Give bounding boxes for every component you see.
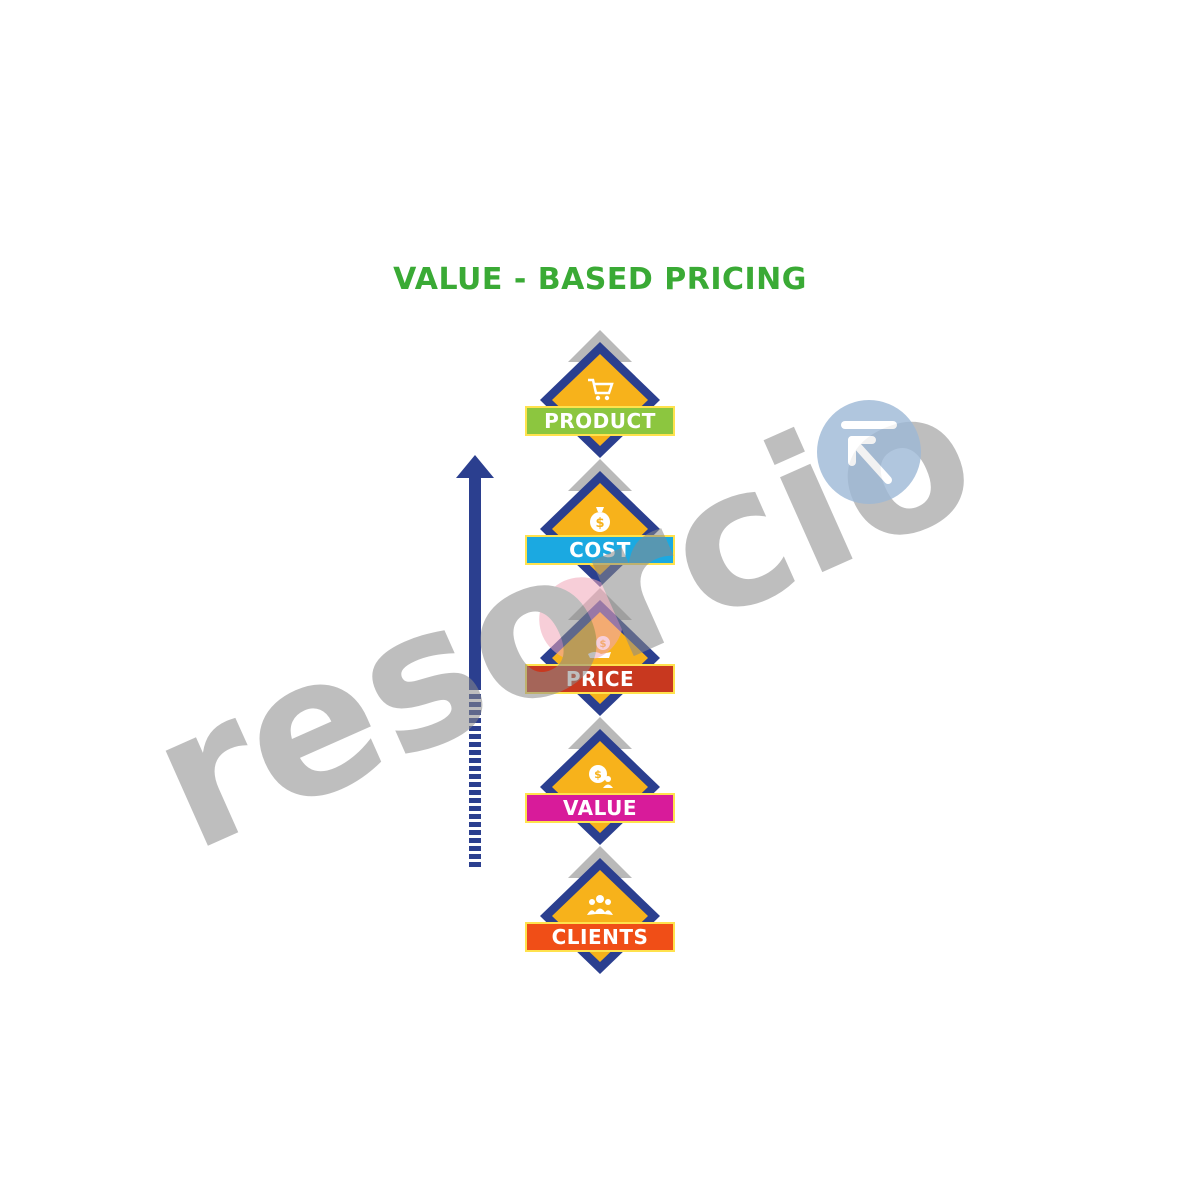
arrow-head xyxy=(456,455,494,478)
arrow-dash xyxy=(469,734,481,739)
money-bag-icon: $ xyxy=(590,507,610,532)
watermark-logo-icon xyxy=(817,400,921,504)
step-label: VALUE xyxy=(525,793,675,823)
arrow-dash xyxy=(469,750,481,755)
step-label: PRODUCT xyxy=(525,406,675,436)
arrow-dash xyxy=(469,814,481,819)
arrow-dash xyxy=(469,774,481,779)
arrow-dash xyxy=(469,838,481,843)
svg-text:$: $ xyxy=(595,516,604,531)
coin-hand-icon: $ xyxy=(588,636,611,658)
arrow-dash xyxy=(469,766,481,771)
people-group-icon xyxy=(587,895,613,915)
svg-text:$: $ xyxy=(594,768,602,781)
dollar-person-icon: $ xyxy=(589,765,613,788)
svg-text:$: $ xyxy=(600,639,607,650)
step-cost: $ COST xyxy=(520,457,680,597)
step-clients: CLIENTS xyxy=(520,844,680,984)
arrow-dash xyxy=(469,806,481,811)
arrow-dash xyxy=(469,694,481,699)
arrow-shaft xyxy=(469,476,481,690)
shopping-cart-icon xyxy=(588,378,614,401)
step-label: PRICE xyxy=(525,664,675,694)
arrow-dash xyxy=(469,758,481,763)
arrow-dash xyxy=(469,846,481,851)
step-product: PRODUCT xyxy=(520,328,680,468)
arrow-dash xyxy=(469,726,481,731)
arrow-dash xyxy=(469,718,481,723)
arrow-dash xyxy=(469,782,481,787)
arrow-dash xyxy=(469,830,481,835)
step-price: $ PRICE xyxy=(520,586,680,726)
arrow-dash xyxy=(469,822,481,827)
step-label: CLIENTS xyxy=(525,922,675,952)
page-title: VALUE - BASED PRICING xyxy=(393,262,807,297)
arrow-dash xyxy=(469,854,481,859)
arrow-dash xyxy=(469,790,481,795)
arrow-dash xyxy=(469,742,481,747)
arrow-dash xyxy=(469,862,481,867)
arrow-tail-dashes xyxy=(469,694,481,867)
upward-arrow xyxy=(456,455,494,867)
step-label: COST xyxy=(525,535,675,565)
arrow-dash xyxy=(469,710,481,715)
arrow-dash xyxy=(469,798,481,803)
arrow-dash xyxy=(469,702,481,707)
step-value: $ VALUE xyxy=(520,715,680,855)
